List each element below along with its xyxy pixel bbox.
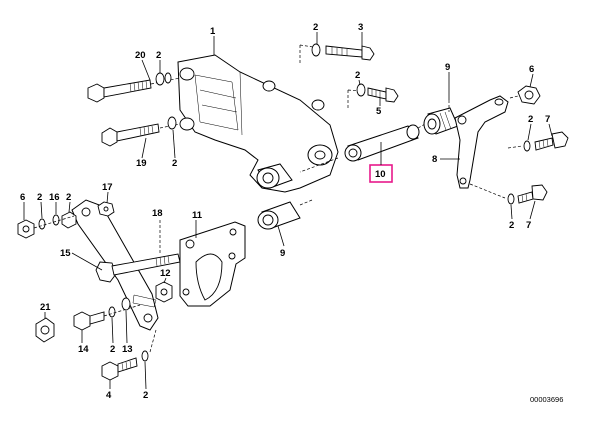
callout-10: 10	[375, 169, 386, 180]
callout-8: 8	[432, 154, 437, 165]
nut-part-21	[35, 317, 55, 343]
bolt-part-18	[95, 220, 181, 283]
bolt-part-20	[87, 77, 181, 103]
bushing-part-9-lower	[257, 199, 313, 230]
callout-7: 7	[545, 114, 550, 125]
plate-part-8	[448, 95, 509, 189]
callout-14: 14	[78, 344, 89, 355]
callout-1: 1	[210, 26, 216, 37]
sleeve-part-10	[299, 123, 426, 173]
callout-9: 9	[445, 62, 450, 73]
callout-6: 6	[529, 64, 534, 75]
callout-2: 2	[509, 220, 514, 231]
callout-11: 11	[192, 210, 203, 221]
callout-2: 2	[156, 50, 161, 61]
washer-part-2	[155, 72, 165, 86]
nut-part-6-left	[17, 211, 77, 239]
callout-13: 13	[122, 344, 133, 355]
nut-part-12	[155, 281, 173, 303]
callout-12: 12	[160, 268, 171, 279]
callout-6: 6	[20, 192, 25, 203]
washer-19	[167, 116, 177, 130]
callout-19: 19	[136, 158, 147, 169]
bolt-part-5	[347, 83, 399, 110]
callout-15: 15	[60, 248, 71, 259]
diagram-reference-number: 00003696	[530, 395, 563, 404]
callout-2: 2	[355, 70, 360, 81]
bolt-part-7-upper	[507, 131, 569, 152]
callout-3: 3	[358, 22, 363, 33]
bushing-part-9-upper	[423, 107, 459, 135]
nut-part-6-right	[509, 85, 541, 105]
callout-18: 18	[152, 208, 163, 219]
callout-labels: 20 2 1 2 3 2 5 9 6 2 7 8 19 2 10 2 7	[20, 22, 553, 401]
callout-2: 2	[143, 390, 148, 401]
callout-5: 5	[376, 106, 382, 117]
callout-7: 7	[526, 220, 531, 231]
callout-2: 2	[172, 158, 177, 169]
bracket-bushing	[256, 163, 293, 189]
callout-2: 2	[66, 192, 71, 203]
callout-9: 9	[280, 248, 285, 259]
callout-4: 4	[106, 390, 112, 401]
callout-16: 16	[49, 192, 60, 203]
callout-2: 2	[37, 192, 42, 203]
callout-2: 2	[528, 114, 533, 125]
main-bracket-part-1	[177, 54, 339, 193]
bolt-part-7-lower	[469, 183, 548, 205]
bolt-part-3	[299, 43, 375, 65]
callout-2: 2	[110, 344, 115, 355]
nut-part-17	[97, 201, 115, 217]
callout-2: 2	[313, 22, 318, 33]
bolt-part-19	[101, 123, 181, 147]
plate-part-11	[179, 221, 246, 307]
bolt-part-14	[73, 304, 141, 331]
washer-part-13	[121, 297, 131, 311]
bolt-part-4	[101, 329, 157, 381]
callout-17: 17	[102, 182, 113, 193]
nut-washer	[164, 72, 172, 84]
callout-20: 20	[135, 50, 146, 61]
callout-21: 21	[40, 302, 51, 313]
